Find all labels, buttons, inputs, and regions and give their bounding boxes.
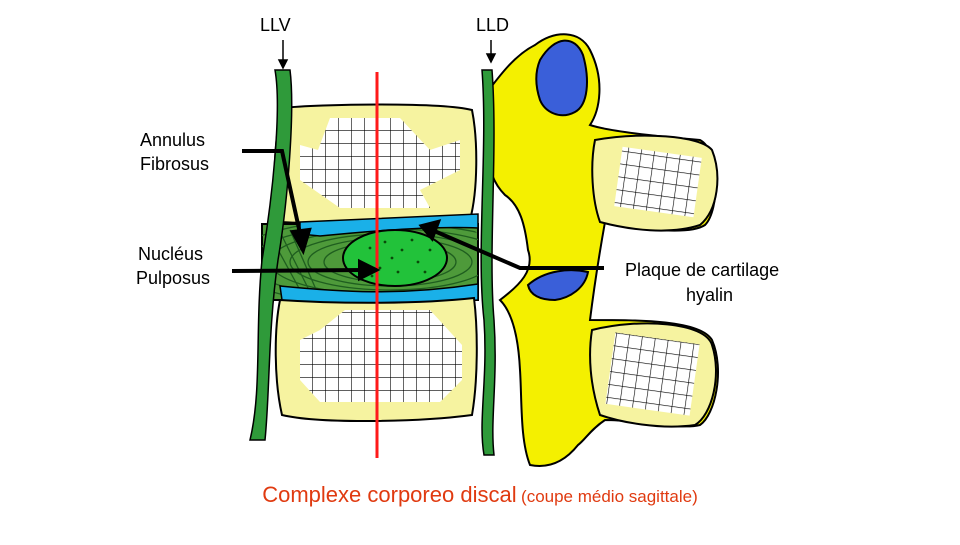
annulus-label-line1: Annulus <box>140 130 206 150</box>
plaque-pointer <box>431 228 604 270</box>
plaque-label-line1: Plaque de cartilage <box>625 260 780 280</box>
figure-caption: Complexe corporeo discal (coupe médio sa… <box>0 482 960 508</box>
nucleus-label-line2: Pulposus <box>136 268 211 288</box>
caption-sub: (coupe médio sagittale) <box>521 487 698 506</box>
nucleus-pointer <box>231 268 365 273</box>
posterior-longitudinal-ligament <box>480 69 496 456</box>
lld-label: LLD <box>476 15 510 35</box>
upper-vertebral-body <box>273 103 478 225</box>
articular-facet-lower <box>526 269 590 302</box>
annulus-pointer <box>242 149 303 239</box>
nucleus-label-line1: Nucléus <box>138 244 204 264</box>
plaque-label-line2: hyalin <box>686 285 734 305</box>
posterior-arch <box>483 33 719 467</box>
articular-facet-upper <box>535 39 588 117</box>
cartilage-plate-upper <box>299 213 479 237</box>
annulus-label-line2: Fibrosus <box>140 154 210 174</box>
llv-label: LLV <box>260 15 291 35</box>
caption-main: Complexe corporeo discal <box>262 482 517 507</box>
anterior-longitudinal-ligament <box>249 69 293 441</box>
